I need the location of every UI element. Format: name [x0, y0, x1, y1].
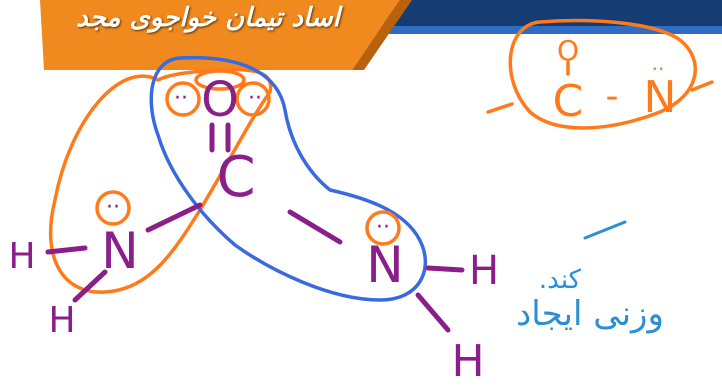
inset-nitrogen: N — [644, 72, 677, 123]
lone-pair-o-right: ·· — [248, 86, 262, 111]
bond-nright-h2 — [415, 292, 451, 333]
lone-pair-n-right: ·· — [376, 215, 390, 240]
inset-carbon: C — [553, 76, 584, 127]
inset-oxygen: O — [557, 34, 579, 67]
orange-arc-o-top — [194, 69, 246, 91]
note-line-2: وزنی ایجاد — [516, 294, 664, 334]
banner-dark-blue-band — [372, 0, 722, 26]
orange-circle-n-left — [95, 190, 131, 226]
atom-h-left-1: H — [8, 236, 35, 277]
inset-lone-pair: ·· — [652, 57, 665, 81]
atom-carbon: C — [216, 145, 255, 210]
orange-circle-o-left — [165, 81, 201, 117]
bond-nleft-h1 — [45, 245, 88, 255]
atom-h-right-1: H — [469, 248, 499, 294]
atom-oxygen: O — [201, 72, 239, 128]
bond-c-nleft — [145, 202, 203, 233]
lone-pair-o-left: ·· — [174, 86, 188, 111]
atom-h-left-2: H — [48, 300, 75, 341]
blue-loop-right — [149, 55, 428, 302]
orange-loop-left — [48, 67, 273, 294]
note-line-1: کند. — [539, 265, 582, 295]
atom-h-right-2: H — [451, 336, 484, 387]
banner-blue-band — [366, 26, 722, 34]
inset-dash-left — [486, 102, 514, 114]
atom-nitrogen-left: N — [101, 222, 138, 280]
orange-circle-o-right — [235, 81, 271, 117]
inset-dash: - — [606, 76, 619, 117]
orange-circle-n-right — [365, 210, 401, 246]
banner-orange-shape — [40, 0, 400, 70]
bond-nright-h1 — [425, 265, 465, 273]
atom-nitrogen-right: N — [366, 236, 403, 294]
bond-c-nright — [287, 209, 343, 245]
banner-title: اساد تیمان خواجوی مجد — [76, 3, 340, 33]
lone-pair-n-left: ·· — [106, 195, 120, 220]
note-stroke — [583, 220, 627, 240]
inset-dash-right — [690, 80, 714, 92]
bond-nleft-h2 — [72, 269, 108, 303]
orange-loop-inset — [508, 18, 697, 130]
header-banner — [40, 0, 722, 70]
banner-orange-shadow — [352, 0, 412, 70]
